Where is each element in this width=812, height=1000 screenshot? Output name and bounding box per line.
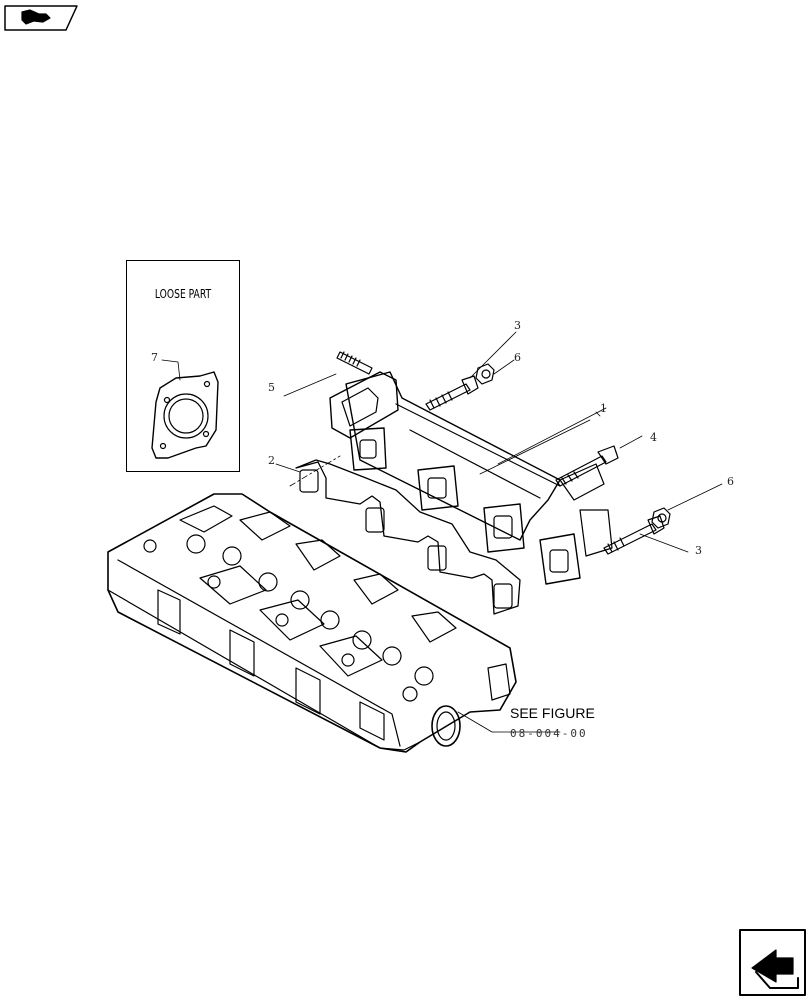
callout-6-lower: 6	[727, 475, 734, 488]
see-figure-label: SEE FIGURE	[510, 705, 595, 721]
leader-lines	[497, 407, 607, 465]
callout-1: 1	[600, 402, 607, 415]
bolt-4	[555, 435, 643, 487]
callout-5: 5	[268, 381, 275, 394]
stud-5	[283, 351, 373, 397]
callout-4: 4	[650, 431, 657, 444]
bolt-3-upper	[425, 331, 517, 411]
loose-part-box: LOOSE PART	[126, 260, 240, 472]
book-icon[interactable]	[4, 5, 78, 31]
cylinder-head	[107, 493, 561, 753]
callout-3-upper: 3	[514, 319, 521, 332]
callout-7: 7	[151, 351, 158, 364]
callout-2: 2	[268, 454, 275, 467]
loose-part-gasket	[151, 359, 219, 459]
callout-3-lower: 3	[695, 544, 702, 557]
see-figure-reference[interactable]: 08-004-00	[510, 727, 588, 740]
exhaust-manifold	[329, 371, 613, 585]
manifold-gasket	[275, 455, 521, 615]
loose-part-title: LOOSE PART	[154, 287, 212, 301]
next-page-arrow-icon[interactable]	[739, 929, 806, 996]
bolt-3-lower	[603, 483, 723, 555]
callout-6-upper: 6	[514, 351, 521, 364]
